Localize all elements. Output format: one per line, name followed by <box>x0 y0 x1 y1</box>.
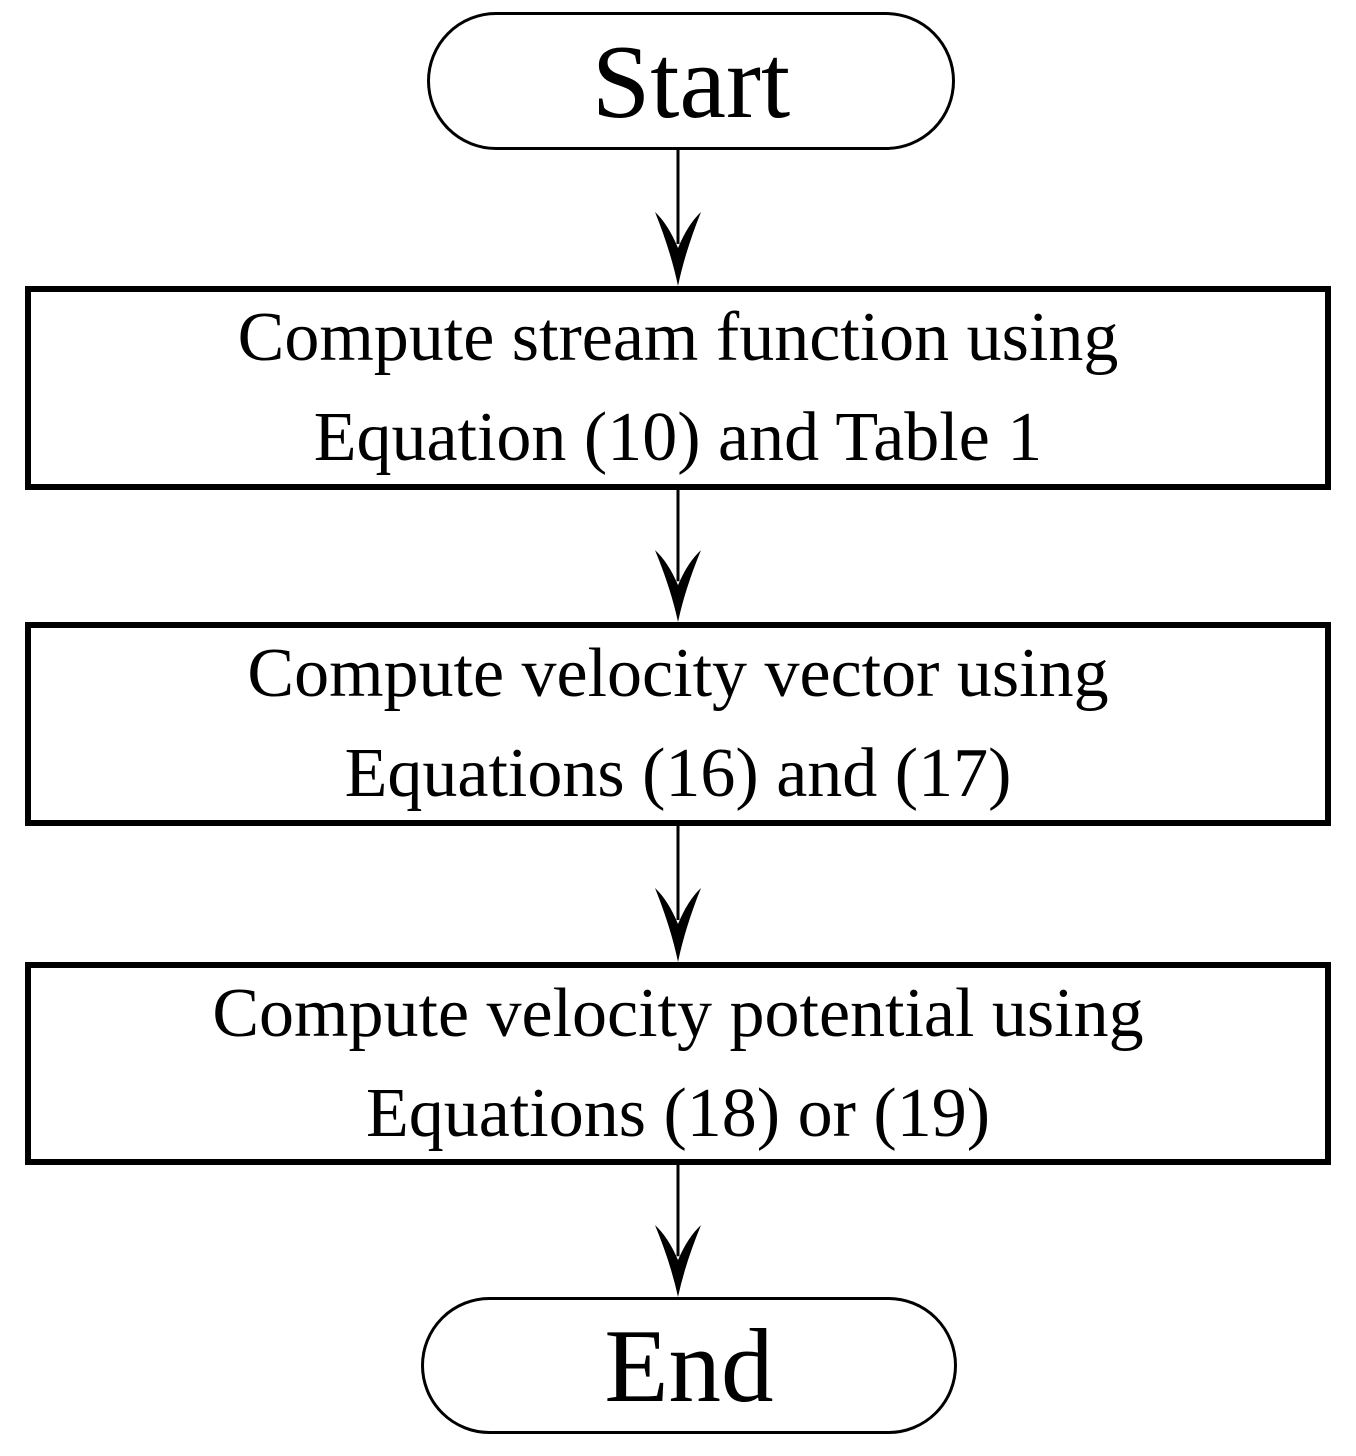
arrow-down-icon-2 <box>655 488 701 623</box>
process-step-2-line-2: Equations (16) and (17) <box>344 735 1012 812</box>
arrow-down-icon-1 <box>655 148 701 286</box>
process-step-1-line-2: Equation (10) and Table 1 <box>313 399 1043 476</box>
process-step-2: Compute velocity vector using Equations … <box>25 622 1331 826</box>
process-step-1: Compute stream function using Equation (… <box>25 286 1331 490</box>
end-terminal-label: End <box>604 1307 774 1424</box>
process-step-1-line-1: Compute stream function using <box>237 299 1119 376</box>
process-step-3-line-1: Compute velocity potential using <box>212 974 1144 1052</box>
process-step-3: Compute velocity potential using Equatio… <box>25 962 1331 1165</box>
arrow-down-icon-4 <box>655 1163 701 1298</box>
arrow-down-icon-3 <box>655 824 701 962</box>
end-terminal: End <box>421 1297 957 1434</box>
process-step-2-line-1: Compute velocity vector using <box>247 635 1109 712</box>
start-terminal-label: Start <box>591 22 791 140</box>
start-terminal: Start <box>427 12 955 150</box>
process-step-3-line-2: Equations (18) or (19) <box>365 1074 991 1152</box>
